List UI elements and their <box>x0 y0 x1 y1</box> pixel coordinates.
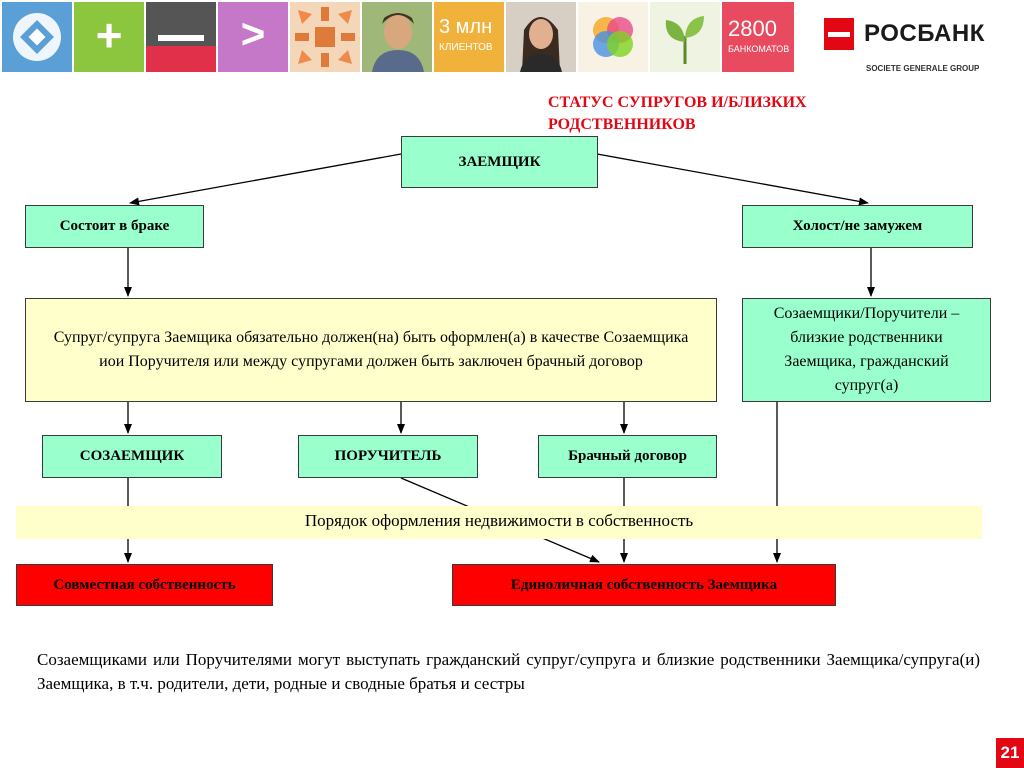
woman-photo-tile <box>506 2 576 72</box>
married-note-box: Супруг/супруга Заемщика обязательно долж… <box>25 298 717 402</box>
minus-tile <box>146 2 216 72</box>
diamond-logo-icon <box>13 13 61 61</box>
plus-tile: + <box>74 2 144 72</box>
coborrower-box: СОЗАЕМЩИК <box>42 435 222 478</box>
page-number: 21 <box>996 738 1024 768</box>
atm-count-text: 2800 <box>728 16 777 41</box>
atm-tile: 2800 БАНКОМАТОВ <box>722 2 794 72</box>
atm-label-text: БАНКОМАТОВ <box>728 44 790 54</box>
borrower-label: ЗАЕМЩИК <box>458 153 541 170</box>
clients-label-text: КЛИЕНТОВ <box>439 42 493 53</box>
clients-tile: 3 млн КЛИЕНТОВ <box>434 2 504 72</box>
woman-photo-icon <box>506 2 576 72</box>
footer-note: Созаемщиками или Поручителями могут выст… <box>37 650 980 693</box>
borrower-box: ЗАЕМЩИК <box>401 136 598 188</box>
arrow-borrower-to-married <box>129 153 402 206</box>
coborrower-label: СОЗАЕМЩИК <box>79 448 185 464</box>
property-order-band: Порядок оформления недвижимости в собств… <box>16 506 982 539</box>
color-circles-icon <box>593 17 633 57</box>
married-note-text: Супруг/супруга Заемщика обязательно долж… <box>53 329 689 370</box>
minus-tile-icon <box>158 35 204 41</box>
sprout-icon <box>665 16 704 64</box>
greater-than-tile-icon: > <box>240 10 266 57</box>
brand-subtitle: SOCIETE GENERALE GROUP <box>866 64 980 73</box>
married-label: Состоит в браке <box>59 218 170 234</box>
brand-name: РОСБАНК <box>864 20 985 47</box>
arrows-tile <box>290 2 360 72</box>
joint-ownership-label: Совместная собственность <box>53 576 236 593</box>
joint-ownership-box: Совместная собственность <box>16 564 273 606</box>
sole-ownership-box: Единоличная собственность Заемщика <box>452 564 836 606</box>
single-label: Холост/не замужем <box>792 218 923 234</box>
sole-ownership-label: Единоличная собственность Заемщика <box>510 576 778 593</box>
rosbank-logo: РОСБАНК SOCIETE GENERALE GROUP <box>820 14 1020 74</box>
property-order-text: Порядок оформления недвижимости в собств… <box>304 511 694 530</box>
clients-count-text: 3 млн <box>439 16 493 38</box>
marriage-contract-box: Брачный договор <box>538 435 717 478</box>
single-box: Холост/не замужем <box>742 205 973 248</box>
marriage-contract-label: Брачный договор <box>568 448 687 464</box>
man-photo-icon <box>362 2 432 72</box>
man-photo-tile <box>362 2 432 72</box>
logo-tile <box>2 2 72 72</box>
color-circles-tile <box>578 2 648 72</box>
guarantor-box: ПОРУЧИТЕЛЬ <box>298 435 478 478</box>
guarantor-label: ПОРУЧИТЕЛЬ <box>334 448 442 464</box>
single-note-box: Созаемщики/Поручители – близкие родствен… <box>742 298 991 402</box>
married-box: Состоит в браке <box>25 205 204 248</box>
arrow-borrower-to-single <box>596 153 869 206</box>
slide-title: СТАТУС СУПРУГОВ И/БЛИЗКИХ РОДСТВЕННИКОВ <box>548 94 807 133</box>
sprout-tile <box>650 2 720 72</box>
converging-arrows-icon <box>295 7 355 67</box>
single-note-text: Созаемщики/Поручители – близкие родствен… <box>773 305 960 394</box>
plus-tile-icon: + <box>95 9 123 61</box>
greater-than-tile: > <box>218 2 288 72</box>
rosbank-logo-icon <box>824 18 854 50</box>
